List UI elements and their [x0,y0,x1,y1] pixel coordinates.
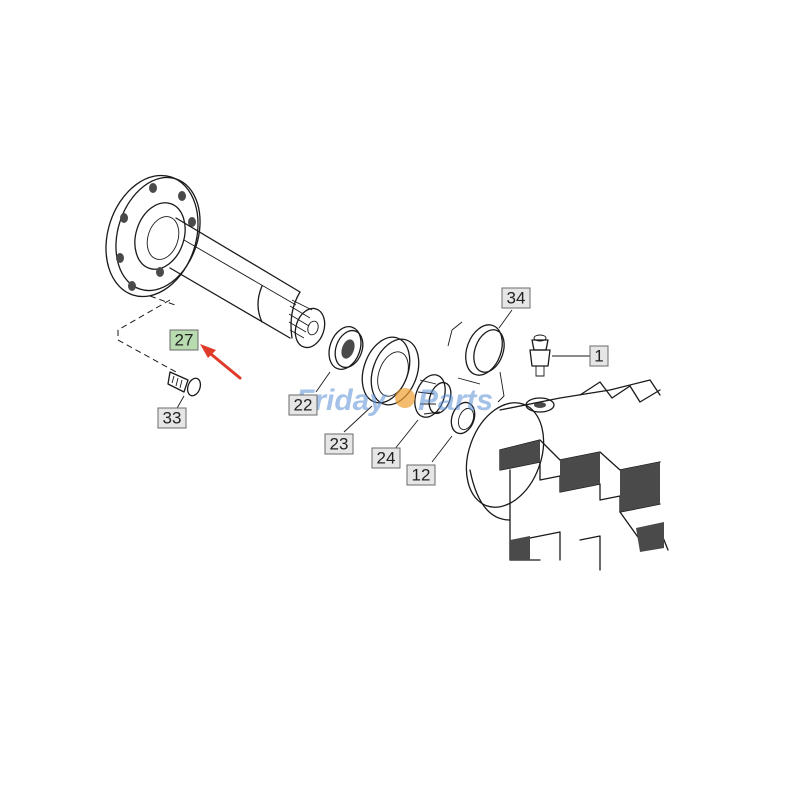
part-label-22-box [288,394,318,416]
highlight-arrow-icon [200,344,242,380]
part-label-23-box [324,433,354,455]
wheel-bolt-drawing [167,371,202,411]
part-label-34[interactable]: 34 [501,287,531,309]
part-label-12[interactable]: 12 [406,464,436,486]
part-label-12-text: 12 [412,466,431,485]
grease-fitting-drawing [529,334,590,377]
watermark-word-2: Parts [418,384,493,417]
part-label-27-box [169,329,199,351]
part-label-22-text: 22 [294,396,313,415]
part-label-12-box [406,464,436,486]
seal-22-drawing [315,326,364,393]
watermark-logo-mark [395,388,415,408]
part-label-33-text: 33 [163,409,182,428]
part-label-1-text: 1 [594,347,603,366]
watermark: Friday Parts [296,384,493,417]
axle-housing-drawing [465,379,669,571]
shim-34-drawing [447,309,513,403]
axle-shaft-drawing [105,174,326,373]
part-label-34-box [501,287,531,309]
part-label-1-box [589,345,609,367]
part-label-24-box [371,447,401,469]
part-label-1[interactable]: 1 [589,345,609,367]
seal-12-drawing [431,401,476,463]
part-label-24[interactable]: 24 [371,447,401,469]
part-label-34-text: 34 [507,289,526,308]
bearing-cone-24-drawing [393,374,452,451]
part-label-22[interactable]: 22 [288,394,318,416]
part-label-27-text: 27 [175,331,194,350]
part-label-23-text: 23 [330,435,349,454]
part-label-33[interactable]: 33 [157,407,187,429]
part-label-24-text: 24 [377,449,396,468]
part-label-27[interactable]: 27 [169,329,199,351]
bearing-cup-23-drawing [343,336,420,433]
part-label-23[interactable]: 23 [324,433,354,455]
part-label-33-box [157,407,187,429]
